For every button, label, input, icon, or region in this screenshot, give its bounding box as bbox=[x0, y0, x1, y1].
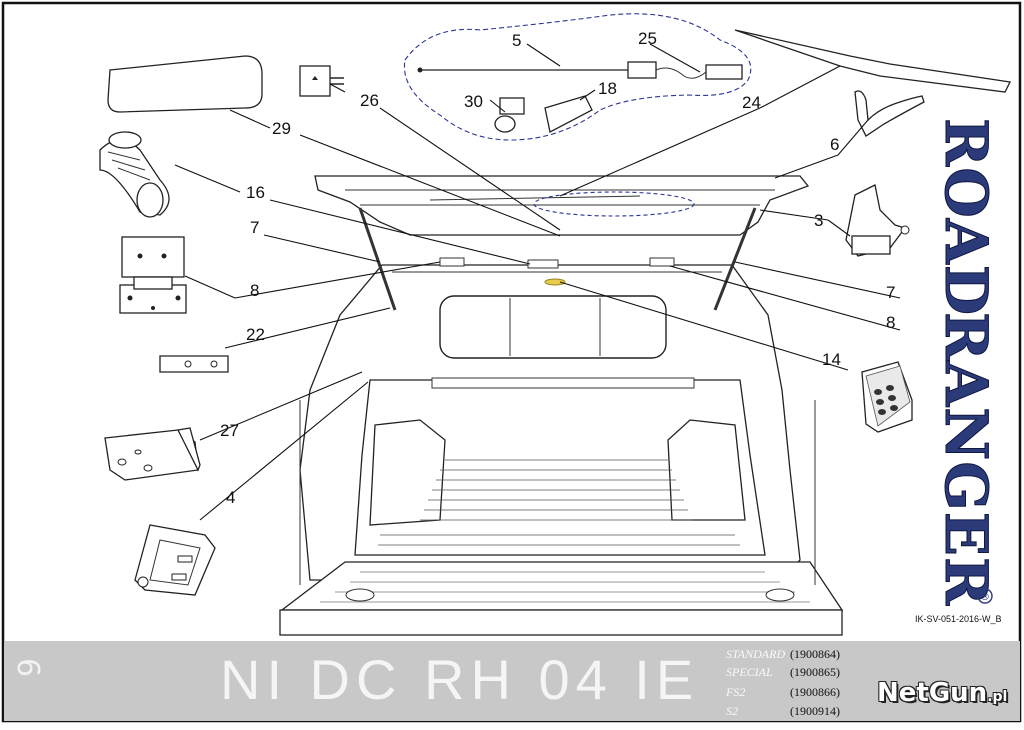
callout-c8b: 8 bbox=[886, 313, 895, 332]
brand-logo: ROAD RANGER ® bbox=[932, 118, 1001, 607]
gas-strut-highlight bbox=[533, 191, 695, 217]
callout-labels: 5 25 30 18 24 26 29 6 16 3 7 7 8 8 22 14… bbox=[220, 29, 895, 507]
variant-row: S2 (1900914) bbox=[726, 704, 840, 719]
part-26-switch bbox=[299, 65, 344, 97]
part-27-clamp bbox=[104, 427, 201, 481]
callout-c25: 25 bbox=[638, 29, 657, 48]
callout-c8a: 8 bbox=[250, 281, 259, 300]
variant-name: S2 bbox=[726, 704, 738, 718]
watermark-name: NetGun bbox=[877, 678, 988, 708]
part-6-handle bbox=[854, 90, 925, 137]
variant-name: FS2 bbox=[726, 685, 746, 699]
footer-band bbox=[4, 641, 1020, 721]
variant-code: (1900866) bbox=[790, 685, 840, 699]
vehicle-drawing bbox=[279, 175, 844, 636]
variant-name: STANDARD bbox=[726, 647, 786, 661]
variant-code: (1900914) bbox=[790, 704, 840, 718]
part-4-clamp bbox=[134, 524, 216, 596]
callout-c30: 30 bbox=[464, 92, 483, 111]
part-14-light bbox=[861, 361, 913, 433]
brand-line2: RANGER bbox=[932, 312, 1000, 606]
brand-line1: ROAD bbox=[932, 118, 1000, 316]
variant-row: FS2 (1900866) bbox=[726, 685, 840, 700]
part-8-hinge bbox=[119, 236, 187, 314]
callout-c26: 26 bbox=[360, 91, 379, 110]
callout-c6: 6 bbox=[830, 135, 839, 154]
registered-mark: ® bbox=[980, 592, 990, 603]
callout-c5: 5 bbox=[512, 31, 521, 50]
part-3-lock bbox=[845, 184, 910, 257]
leader-lines bbox=[174, 43, 901, 521]
watermark-domain: .pl bbox=[987, 689, 1008, 705]
part-22-bracket bbox=[159, 355, 229, 373]
model-code: NI DC RH 04 IE bbox=[220, 648, 700, 711]
callout-c22: 22 bbox=[246, 325, 265, 344]
variant-row: SPECIAL (1900865) bbox=[726, 665, 840, 680]
variant-code: (1900865) bbox=[790, 665, 840, 679]
callout-c7a: 7 bbox=[250, 218, 259, 237]
callout-c16: 16 bbox=[246, 183, 265, 202]
lock-mechanism-group bbox=[403, 13, 752, 141]
part-16-grommet bbox=[99, 131, 170, 218]
callout-c27: 27 bbox=[220, 421, 239, 440]
callout-c24: 24 bbox=[742, 93, 761, 112]
part-24-strut bbox=[734, 29, 1011, 93]
variant-row: STANDARD (1900864) bbox=[726, 647, 840, 662]
callout-c29: 29 bbox=[272, 119, 291, 138]
lock-highlight bbox=[544, 278, 566, 286]
callout-c14: 14 bbox=[822, 350, 841, 369]
callout-c7b: 7 bbox=[886, 283, 895, 302]
callout-c4: 4 bbox=[226, 488, 235, 507]
variant-name: SPECIAL bbox=[726, 665, 773, 679]
page-number: 6 bbox=[10, 657, 46, 678]
callout-c3: 3 bbox=[814, 211, 823, 230]
part-29-seal bbox=[107, 55, 263, 113]
variant-code: (1900864) bbox=[790, 647, 840, 661]
watermark: NetGun.pl bbox=[877, 678, 1007, 708]
document-code: IK-SV-051-2016-W_B bbox=[915, 614, 1002, 624]
callout-c18: 18 bbox=[598, 79, 617, 98]
